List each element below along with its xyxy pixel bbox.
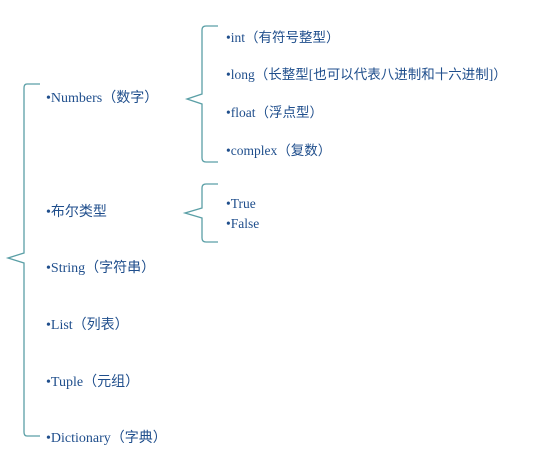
root-bracket: [5, 83, 40, 437]
node-dictionary: •Dictionary（字典）: [46, 431, 167, 446]
node-numbers: •Numbers（数字）: [46, 91, 159, 106]
node-tuple: •Tuple（元组）: [46, 375, 140, 390]
node-boolean: •布尔类型: [46, 205, 107, 220]
bool-bracket: [182, 183, 218, 243]
node-long: •long（长整型[也可以代表八进制和十六进制]）: [226, 67, 507, 82]
node-float: •float（浮点型）: [226, 105, 323, 120]
node-string: •String（字符串）: [46, 261, 156, 276]
node-list: •List（列表）: [46, 318, 129, 333]
node-false: •False: [226, 216, 260, 231]
node-int: •int（有符号整型）: [226, 30, 340, 45]
numbers-bracket: [184, 25, 218, 163]
node-true: •True: [226, 196, 256, 211]
node-complex: •complex（复数）: [226, 143, 332, 158]
